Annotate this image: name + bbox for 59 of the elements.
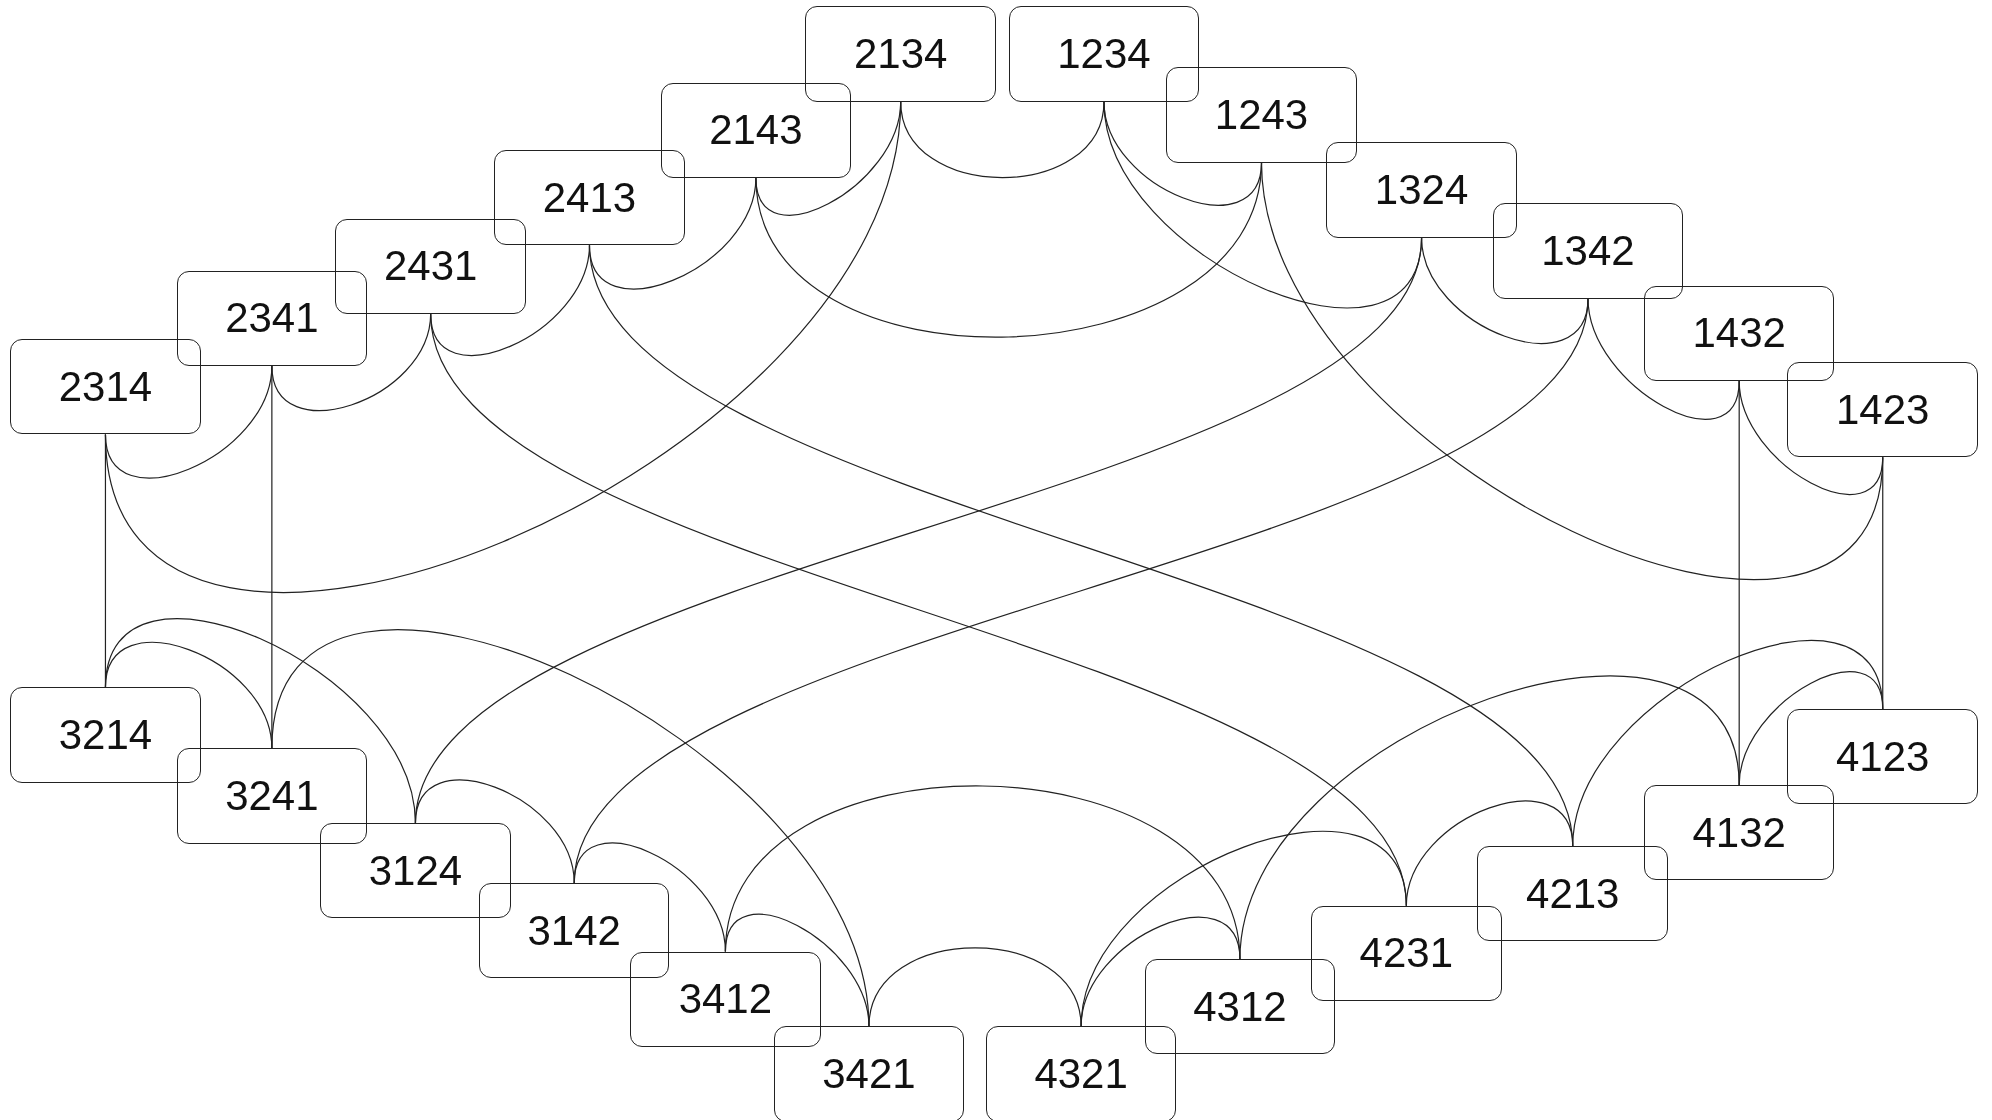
connector-line <box>1260 162 1884 579</box>
connector-line <box>430 244 591 357</box>
permutation-box <box>10 687 201 783</box>
node-label: 3241 <box>225 771 319 820</box>
node-label: 4213 <box>1526 869 1620 918</box>
permutation-box <box>1477 846 1669 942</box>
permutation-box <box>320 823 511 919</box>
permutation-box <box>494 149 685 246</box>
node-label: 2314 <box>58 362 153 411</box>
permutation-box <box>478 882 670 979</box>
permutation-box <box>1166 67 1357 163</box>
connector-line <box>414 779 575 884</box>
node-label: 1324 <box>1374 165 1469 214</box>
permutation-box <box>1787 362 1978 458</box>
connector-line <box>1080 916 1241 1028</box>
node-label: 2134 <box>854 29 948 78</box>
permutation-box <box>1311 905 1502 1002</box>
permutation-box <box>176 748 368 844</box>
node-label: 4321 <box>1034 1050 1128 1099</box>
node-label: 3412 <box>678 975 773 1024</box>
permutation-box <box>630 951 821 1047</box>
node-label: 3214 <box>58 710 153 759</box>
node-label: 2341 <box>225 294 319 343</box>
node-label: 4312 <box>1193 982 1287 1031</box>
permutation-box <box>1787 708 1978 805</box>
permutation-box <box>1008 6 1200 102</box>
connector-line <box>1239 675 1740 960</box>
node-label: 2143 <box>709 106 803 155</box>
permutation-box <box>176 270 368 366</box>
node-label: 1234 <box>1057 29 1151 78</box>
node-label: 1243 <box>1214 90 1309 139</box>
permutation-box <box>335 218 526 314</box>
node-label: 4132 <box>1692 808 1786 857</box>
connector-line <box>1080 830 1407 1028</box>
node-label: 3421 <box>822 1050 916 1099</box>
connector-line <box>868 947 1082 1028</box>
connector-line <box>1421 236 1589 344</box>
permutation-box <box>1643 785 1835 881</box>
permutation-box <box>660 82 852 178</box>
node-label: 1342 <box>1541 226 1635 275</box>
permutation-box <box>1492 203 1684 299</box>
node-label: 2413 <box>542 173 637 222</box>
connector-line <box>1587 297 1740 420</box>
node-label: 2431 <box>383 242 478 291</box>
node-label: 1432 <box>1692 309 1786 358</box>
permutation-box <box>1144 959 1336 1055</box>
connector-line <box>755 101 902 216</box>
node-label: 4231 <box>1359 929 1454 978</box>
node-label: 1423 <box>1836 385 1930 434</box>
connector-line <box>900 101 1105 179</box>
node-label: 3124 <box>368 846 463 895</box>
connector-line <box>588 177 757 290</box>
permutation-box <box>805 6 996 102</box>
node-label: 3142 <box>527 906 621 955</box>
connector-line <box>1103 101 1263 206</box>
permutation-box <box>10 339 201 435</box>
permutation-box <box>1643 285 1835 382</box>
node-label: 4123 <box>1836 732 1930 781</box>
permutation-box <box>1326 142 1517 238</box>
